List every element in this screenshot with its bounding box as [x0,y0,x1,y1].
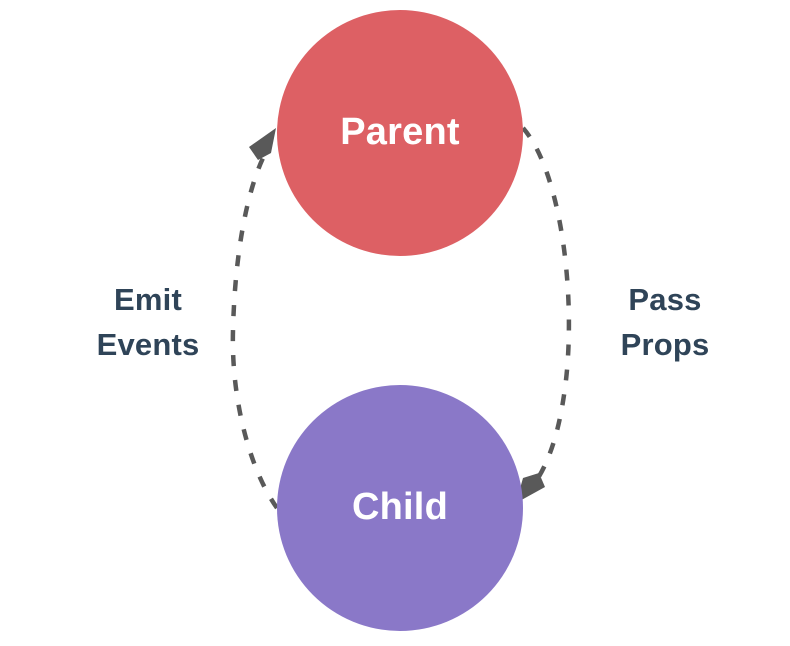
emit-events-label-line1: Emit [114,282,182,317]
node-child[interactable]: Child [277,385,523,631]
pass-props-label-line1: Pass [628,282,701,317]
pass-props-label-line2: Props [621,327,710,362]
child-circle[interactable] [277,385,523,631]
emit-events-label: Emit Events [97,282,200,362]
emit-events-arrowhead-icon [249,128,276,160]
pass-props-dashed-curve [521,126,572,494]
edge-emit-events [230,128,279,510]
pass-props-label: Pass Props [621,282,710,362]
edge-pass-props [516,126,572,503]
node-parent[interactable]: Parent [277,10,523,256]
emit-events-dashed-curve [230,148,279,510]
emit-events-label-line2: Events [97,327,200,362]
parent-circle[interactable] [277,10,523,256]
pass-props-arrowhead-icon [516,473,545,503]
